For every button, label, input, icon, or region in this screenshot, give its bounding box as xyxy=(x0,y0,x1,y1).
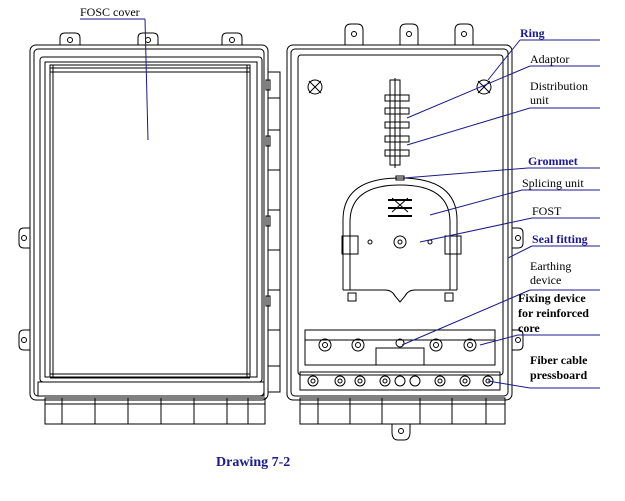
leader-lines xyxy=(80,18,600,389)
label-splicing-unit: Splicing unit xyxy=(522,176,584,190)
label-distribution-line1: Distribution xyxy=(530,79,589,93)
label-fost: FOST xyxy=(532,204,562,218)
drawing-caption: Drawing 7-2 xyxy=(216,455,291,470)
hinge-drawing xyxy=(265,71,281,393)
fosc-cover-drawing xyxy=(18,32,269,425)
label-fixing-line2: for reinforced xyxy=(518,306,589,320)
label-earthing-line1: Earthing xyxy=(530,259,572,273)
label-seal-fitting: Seal fitting xyxy=(532,232,588,246)
label-fixing-line3: core xyxy=(518,321,540,335)
label-fosc-cover: FOSC cover xyxy=(80,5,140,19)
label-fiber-line2: pressboard xyxy=(530,368,588,382)
label-grommet: Grommet xyxy=(528,154,578,168)
label-adaptor: Adaptor xyxy=(530,52,570,66)
fosc-base-drawing xyxy=(286,23,524,441)
label-fiber-line1: Fiber cable xyxy=(530,353,588,367)
label-earthing-line2: device xyxy=(530,273,562,287)
label-distribution-line2: unit xyxy=(530,93,549,107)
label-ring: Ring xyxy=(520,26,545,40)
label-fixing-line1: Fixing device xyxy=(518,291,586,305)
